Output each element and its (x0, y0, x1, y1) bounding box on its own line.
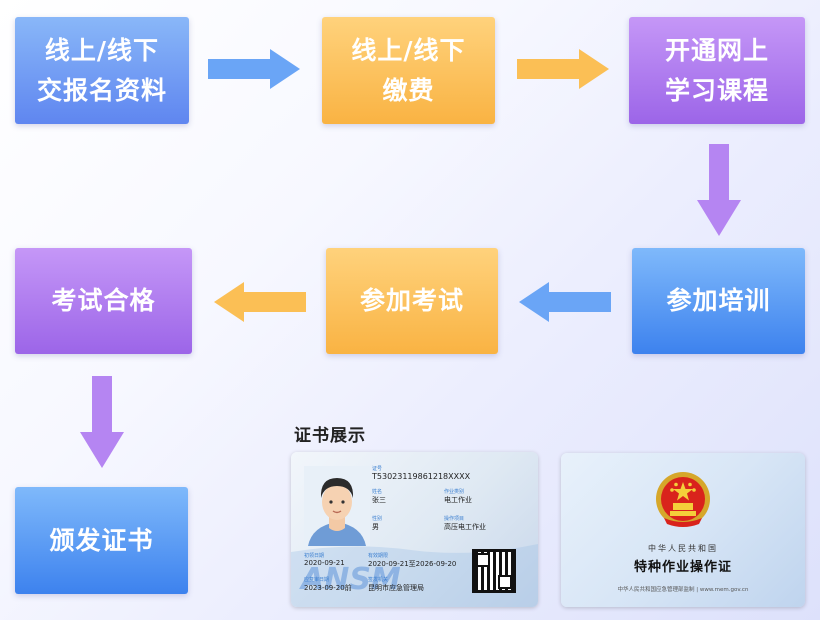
id-label: 证号 (372, 466, 383, 472)
id-value: T53023119861218XXXX (372, 472, 471, 481)
step-pass-exam: 考试合格 (15, 248, 192, 354)
authority-value: 昆明市应急管理局 (368, 584, 424, 592)
certificate-country: 中华人民共和国 (648, 544, 718, 553)
certificate-title: 特种作业操作证 (633, 560, 732, 575)
category-label: 作业类别 (444, 489, 465, 495)
step-open-online-course: 开通网上 学习课程 (629, 17, 805, 124)
arrow-left-icon (519, 282, 611, 322)
first-issue-label: 初领日期 (304, 553, 325, 559)
project-label: 操作项目 (444, 516, 465, 522)
arrow-right-icon (517, 49, 609, 89)
gender-label: 性别 (372, 516, 383, 522)
qr-code-icon (472, 549, 516, 593)
certificate-section-title: 证书展示 (294, 426, 366, 446)
valid-label: 有效期限 (368, 553, 389, 559)
step-take-exam: 参加考试 (326, 248, 498, 354)
step-attend-training: 参加培训 (632, 248, 805, 354)
gender-value: 男 (372, 523, 379, 531)
review-label: 应复审日期 (304, 577, 330, 583)
national-emblem-icon (656, 472, 710, 527)
review-value: 2023-09-20前 (304, 584, 352, 592)
arrow-down-icon (697, 144, 741, 236)
step-issue-certificate: 颁发证书 (15, 487, 188, 594)
category-value: 电工作业 (444, 496, 472, 504)
project-value: 高压电工作业 (444, 523, 486, 531)
name-label: 姓名 (372, 489, 383, 495)
arrow-left-icon (214, 282, 306, 322)
valid-value: 2020-09-21至2026-09-20 (368, 560, 457, 568)
name-value: 张三 (372, 496, 386, 504)
person-avatar-icon (304, 466, 370, 546)
arrow-down-icon (80, 376, 124, 468)
first-issue-value: 2020-09-21 (304, 559, 345, 567)
step-submit-materials: 线上/线下 交报名资料 (15, 17, 189, 124)
authority-label: 签发机关 (368, 577, 389, 583)
arrow-right-icon (208, 49, 300, 89)
certificate-footer: 中华人民共和国应急管理部监制 | www.mem.gov.cn (617, 587, 749, 593)
step-pay-fee: 线上/线下 缴费 (322, 17, 495, 124)
svg-text:ANSM: ANSM (299, 562, 401, 597)
